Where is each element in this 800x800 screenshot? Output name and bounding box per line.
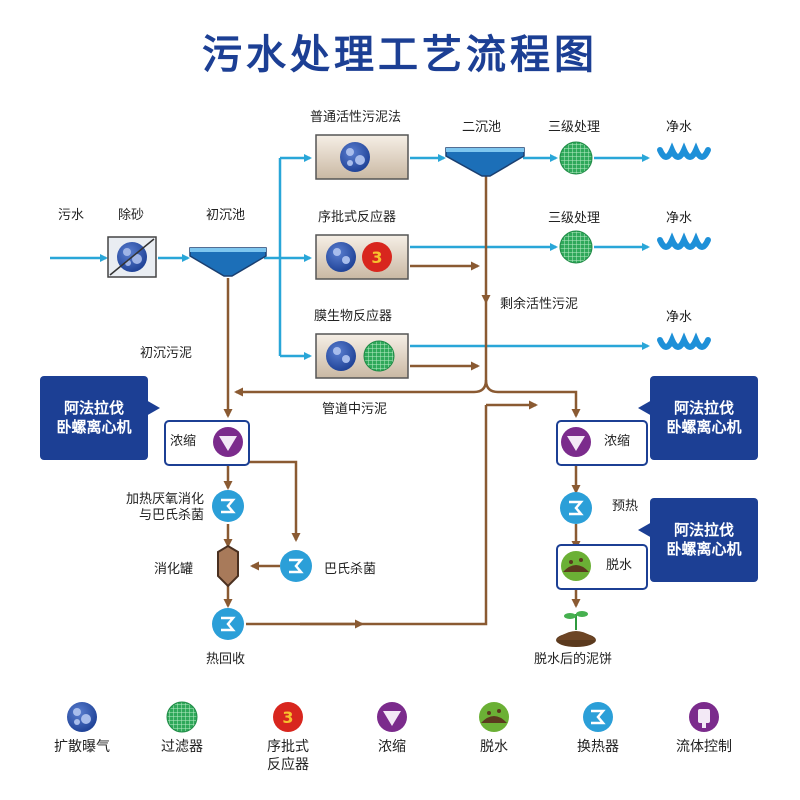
callout-text: 阿法拉伐 卧螺离心机: [666, 521, 742, 558]
label-sbr: 序批式反应器: [318, 210, 397, 225]
legend-label: 浓缩: [378, 739, 406, 755]
label-clean-water-1: 净水: [666, 120, 693, 135]
label-heat-recovery: 热回收: [206, 652, 246, 667]
legend-item: 流体控制: [654, 700, 754, 756]
primary-clarifier-tank: [189, 247, 267, 277]
thickening-icon: [377, 702, 407, 732]
sludge-flow-lines: [223, 174, 581, 629]
legend-label: 脱水: [480, 739, 508, 755]
label-pipe-sludge: 管道中污泥: [322, 402, 388, 417]
sludge-cake-icon: [556, 611, 596, 647]
legend-item: 脱水: [444, 700, 544, 756]
svg-text:3: 3: [371, 248, 382, 267]
label-dewater: 脱水: [606, 558, 633, 573]
legend-label: 流体控制: [676, 739, 732, 755]
legend-label: 序批式 反应器: [267, 739, 309, 773]
label-excess-sludge: 剩余活性污泥: [500, 297, 579, 312]
label-clean-water-2: 净水: [666, 211, 693, 226]
water-flow-lines: [50, 154, 650, 360]
digester-tank: [217, 544, 239, 588]
legend-item: 浓缩: [342, 700, 442, 756]
callout-centrifuge-left: 阿法拉伐 卧螺离心机: [40, 376, 160, 460]
legend-label: 扩散曝气: [54, 739, 110, 755]
label-cake: 脱水后的泥饼: [534, 652, 613, 667]
tertiary-filter-2: [559, 230, 593, 264]
label-secondary-clarifier: 二沉池: [462, 120, 502, 135]
mbr-tank: [315, 333, 409, 379]
tertiary-filter-1: [559, 141, 593, 175]
label-grit-removal: 除砂: [118, 208, 145, 223]
label-thickening-left: 浓缩: [170, 434, 197, 449]
callout-text: 阿法拉伐 卧螺离心机: [666, 399, 742, 436]
heat-exchanger-icon: [583, 702, 613, 732]
label-digester: 消化罐: [154, 562, 194, 577]
legend-item: 扩散曝气: [32, 700, 132, 756]
sbr-icon: 3: [273, 702, 303, 732]
label-heat-digest: 加热厌氧消化 与巴氏杀菌: [125, 492, 204, 523]
label-activated-sludge: 普通活性污泥法: [310, 110, 402, 125]
label-tertiary-2: 三级处理: [548, 211, 601, 226]
thicken-to-pasteurize: [246, 460, 301, 542]
aeration-icon: [67, 702, 97, 732]
filter-icon: [166, 701, 198, 733]
legend-item: 换热器: [548, 700, 648, 756]
clean-water-wave-icons: [657, 142, 711, 350]
activated-sludge-tank: [315, 134, 409, 180]
label-clean-water-3: 净水: [666, 310, 693, 325]
grit-removal-unit: [107, 236, 157, 278]
label-primary-sludge: 初沉污泥: [140, 346, 193, 361]
label-wastewater: 污水: [58, 208, 85, 223]
label-pasteurize: 巴氏杀菌: [324, 562, 377, 577]
legend-label: 换热器: [577, 739, 619, 755]
heat-exchanger-units: [212, 490, 592, 640]
dewatering-icon: [479, 702, 509, 732]
label-primary-clarifier: 初沉池: [206, 208, 246, 223]
callout-centrifuge-right-bottom: 阿法拉伐 卧螺离心机: [638, 498, 758, 582]
legend-item: 过滤器: [132, 700, 232, 756]
legend-item: 3 序批式 反应器: [238, 700, 338, 774]
callout-centrifuge-right-top: 阿法拉伐 卧螺离心机: [638, 376, 758, 460]
page-title: 污水处理工艺流程图: [202, 32, 598, 78]
sbr-tank: 3: [315, 234, 409, 280]
label-preheat: 预热: [612, 499, 639, 514]
secondary-clarifier-tank: [445, 147, 525, 177]
label-mbr: 膜生物反应器: [314, 309, 393, 324]
pipe-sludge-right: [484, 379, 581, 418]
svg-text:3: 3: [282, 708, 293, 727]
flow-control-icon: [689, 702, 719, 732]
legend-label: 过滤器: [161, 739, 203, 755]
label-thickening-right: 浓缩: [604, 434, 631, 449]
callout-text: 阿法拉伐 卧螺离心机: [56, 399, 132, 436]
label-tertiary-1: 三级处理: [548, 120, 601, 135]
